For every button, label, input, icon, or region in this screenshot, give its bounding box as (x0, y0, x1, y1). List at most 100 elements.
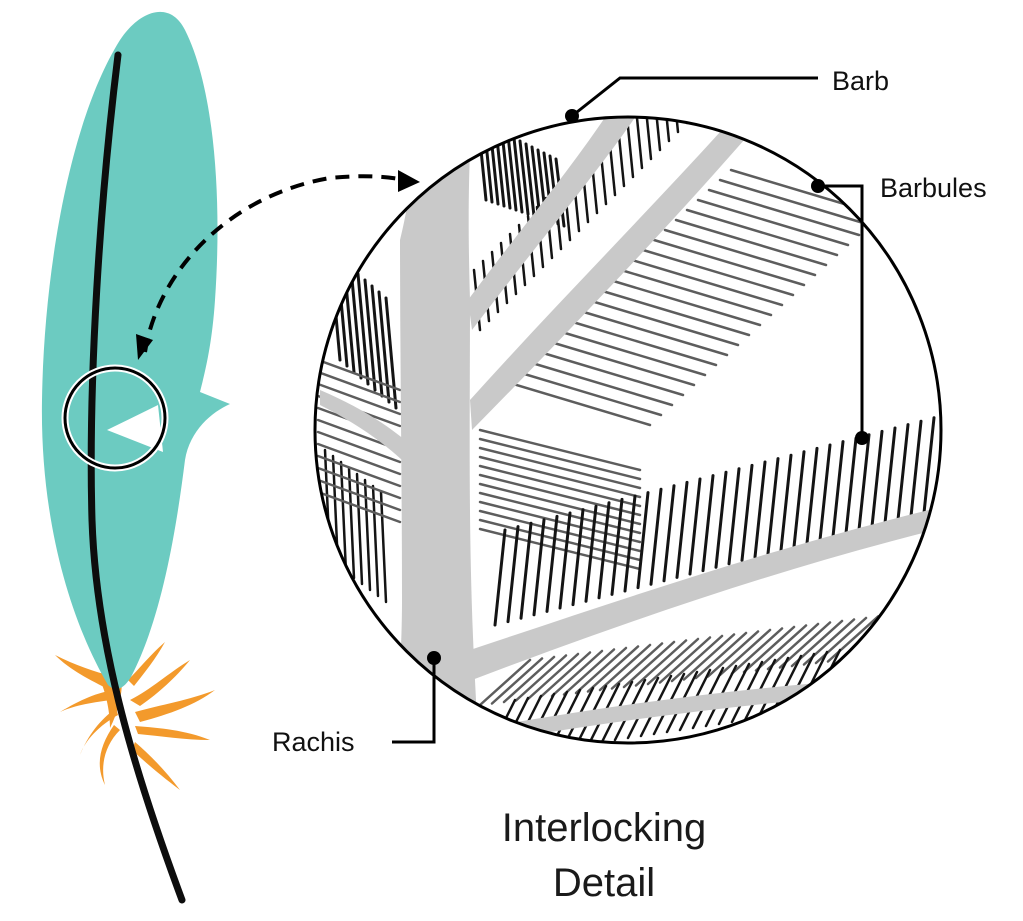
barbule-stroke (478, 527, 642, 571)
barbule-stroke (478, 482, 642, 526)
barbule-stroke (652, 238, 806, 287)
barbule-stroke (610, 497, 624, 596)
barbule-stroke (826, 615, 880, 663)
barbule-stroke (316, 370, 402, 404)
barbule-stroke (571, 508, 585, 607)
barbules-label: Barbules (880, 173, 987, 203)
barbule-stroke (934, 601, 941, 650)
magnified-detail (313, 115, 998, 745)
barbule-stroke (384, 296, 398, 410)
feather-vane (41, 11, 231, 689)
barbule-stroke (316, 358, 402, 392)
barbule-stroke (531, 348, 685, 397)
barbule-stroke (478, 473, 642, 517)
barbule-stroke (873, 638, 907, 702)
callout-dot-icon (565, 109, 579, 123)
barbule-stroke (553, 328, 707, 377)
barbule-stroke (634, 639, 688, 687)
barbule-stroke (478, 437, 642, 481)
feather-illustration (41, 11, 231, 904)
barbule-stroke (818, 443, 832, 542)
callout-barbules: Barbules (811, 173, 987, 445)
barbule-stroke (558, 511, 572, 610)
barbule-stroke (754, 624, 808, 672)
barbule-stroke (730, 627, 784, 675)
barbule-stroke (478, 491, 642, 535)
barbule-stroke (316, 490, 402, 524)
barbule-stroke (478, 518, 642, 562)
barbule-stroke (598, 643, 652, 692)
barbule-stroke (844, 436, 858, 535)
barbule-stroke (498, 378, 652, 427)
callout-dot-icon (427, 651, 441, 665)
barbule-stroke (622, 640, 676, 689)
vane-split (107, 405, 163, 452)
barbule-stroke (805, 446, 819, 545)
barbule-stroke (860, 640, 894, 704)
detail-circle-outline (313, 115, 943, 745)
barbule-stroke (742, 625, 796, 674)
barbule-stroke (685, 208, 839, 257)
barbule-stroke (766, 622, 820, 671)
barbule-stroke (316, 382, 402, 416)
barbule-stroke (674, 218, 828, 267)
barbule-stroke (662, 484, 676, 583)
barbule-stroke (316, 454, 402, 488)
barbule-stroke (564, 318, 718, 367)
barbule-stroke (370, 284, 384, 398)
rachis-structure (320, 117, 941, 743)
barbule-stroke (658, 636, 712, 684)
barbule-stroke (562, 648, 616, 696)
barbule-stroke (896, 423, 910, 522)
barbule-stroke (694, 631, 748, 680)
barbule-stroke (574, 646, 628, 695)
callout-dot-icon (811, 179, 825, 193)
barbule-stroke (377, 290, 391, 404)
barbule-stroke (519, 521, 533, 620)
barbule-stroke (542, 338, 696, 387)
barbule-stroke (610, 642, 664, 690)
barbule-stroke (371, 484, 380, 598)
barbule-stroke (506, 133, 518, 212)
barbule-stroke (714, 470, 728, 569)
barbule-stroke (766, 457, 780, 556)
barbule-stroke (630, 258, 784, 307)
barbule-stroke (950, 411, 960, 506)
barbule-stroke (526, 652, 580, 701)
barbule-stroke (948, 602, 998, 647)
barbule-stroke (652, 117, 662, 152)
barbule-stroke (509, 368, 663, 417)
barbule-stroke (478, 500, 642, 544)
barbule-stroke (490, 657, 544, 705)
barbule-stroke (898, 606, 941, 654)
barbule-stroke (706, 630, 760, 678)
barbule-stroke (779, 453, 793, 552)
barbule-stroke (831, 440, 845, 539)
callout-dot-icon (855, 431, 869, 445)
feather-shaft (87, 51, 186, 904)
barbule-stroke (909, 419, 923, 518)
barbule-stroke (316, 442, 402, 476)
barbule-stroke (696, 198, 850, 247)
barbule-stroke (701, 474, 715, 573)
barbule-stroke (623, 494, 637, 593)
barbule-stroke (575, 308, 729, 357)
barbule-stroke (682, 633, 736, 681)
barbule-stroke (530, 145, 542, 220)
barbule-stroke (355, 472, 364, 586)
barbule-stroke (586, 298, 740, 347)
callout-barb: Barb (565, 66, 889, 123)
barbule-stroke (922, 416, 936, 515)
barbule-stroke (478, 464, 642, 508)
barbule-stroke (532, 518, 546, 617)
barbule-stroke (649, 487, 663, 586)
barbule-stroke (857, 433, 871, 532)
barbule-stroke (478, 455, 642, 499)
callout-rachis: Rachis (272, 651, 441, 757)
barbule-stroke (584, 504, 598, 603)
barbule-stroke (356, 272, 370, 386)
barbule-stroke (500, 130, 512, 210)
barbule-stroke (718, 178, 872, 227)
